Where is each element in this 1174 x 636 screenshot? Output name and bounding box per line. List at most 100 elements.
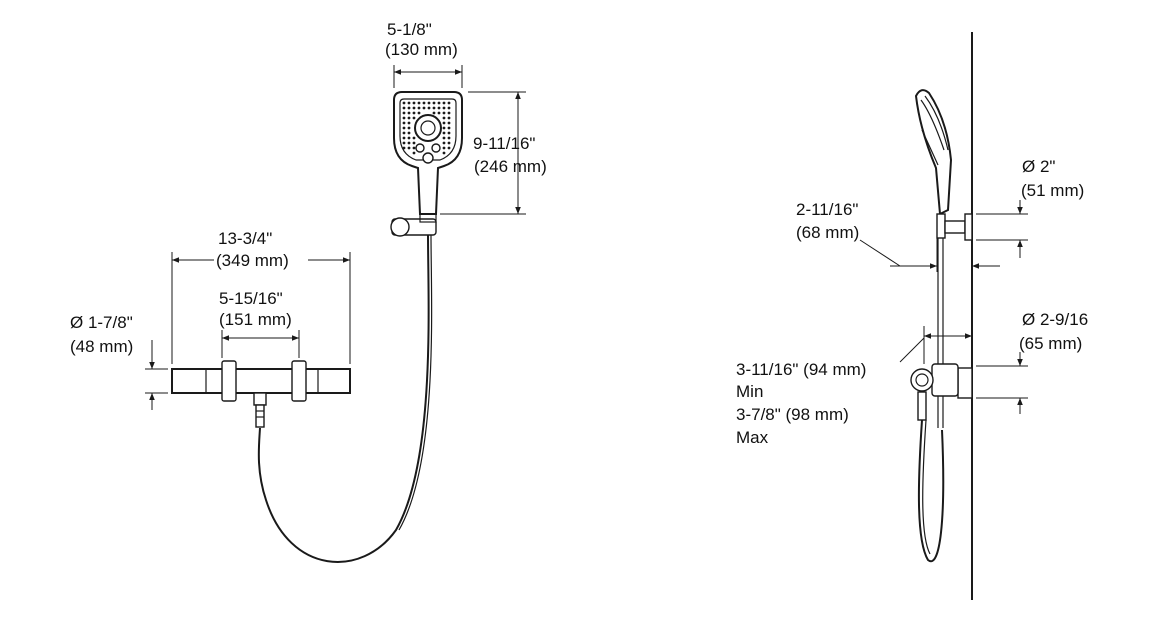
thermostatic-mixer: [171, 360, 351, 428]
spray-nozzle: [402, 121, 406, 125]
dim-head-height: [440, 91, 526, 215]
label-holder-diameter-mm: (51 mm): [1021, 181, 1084, 200]
label-holder-depth: 2-11/16": [796, 200, 858, 219]
spray-nozzle: [407, 131, 411, 135]
dim-holder-depth: [859, 222, 1000, 272]
side-view: Ø 2" (51 mm) 2-11/16" (68 mm) Ø 2-9/16 (…: [736, 32, 1088, 600]
spray-nozzle: [402, 116, 406, 120]
spray-nozzle: [447, 121, 451, 125]
handshower-side: [914, 89, 973, 241]
label-head-width-mm: (130 mm): [385, 40, 458, 59]
spray-nozzle: [402, 111, 406, 115]
spray-nozzle: [402, 136, 406, 140]
dim-mixer-length: [171, 252, 351, 364]
spray-nozzle: [402, 106, 406, 110]
spray-nozzle: [407, 136, 411, 140]
spray-nozzle: [447, 136, 451, 140]
spray-nozzle: [412, 146, 416, 150]
spray-nozzle: [442, 111, 446, 115]
spray-nozzle: [412, 136, 416, 140]
spray-nozzle: [412, 106, 416, 110]
spray-nozzle: [402, 126, 406, 130]
valve-side: [910, 363, 973, 421]
label-centers: 5-15/16": [219, 289, 283, 308]
label-projection-min: 3-11/16" (94 mm): [736, 360, 866, 379]
spray-nozzle: [442, 106, 446, 110]
wall-holder: [390, 213, 437, 237]
spray-nozzle: [407, 101, 411, 105]
spray-nozzle: [427, 101, 431, 105]
dim-flange-diameter: [976, 352, 1028, 414]
spray-nozzle: [422, 106, 426, 110]
spray-nozzle: [447, 111, 451, 115]
label-flange-diameter-mm: (65 mm): [1019, 334, 1082, 353]
spray-nozzle: [407, 121, 411, 125]
label-holder-depth-mm: (68 mm): [796, 223, 859, 242]
spray-nozzles: [402, 101, 451, 155]
label-min: Min: [736, 382, 763, 401]
spray-nozzle: [442, 116, 446, 120]
spray-nozzle: [432, 106, 436, 110]
spray-nozzle: [427, 106, 431, 110]
label-flange-diameter: Ø 2-9/16: [1022, 310, 1088, 329]
spray-nozzle: [442, 101, 446, 105]
spray-nozzle: [447, 106, 451, 110]
spray-nozzle: [407, 111, 411, 115]
spray-nozzle: [412, 151, 416, 155]
front-view: 5-1/8" (130 mm) 9-11/16" (246 mm) 13-3/4…: [70, 20, 547, 563]
label-head-width: 5-1/8": [387, 20, 432, 39]
spray-nozzle: [447, 116, 451, 120]
spray-nozzle: [412, 116, 416, 120]
spray-nozzle: [412, 101, 416, 105]
label-head-height-mm: (246 mm): [474, 157, 547, 176]
label-mixer-diameter: Ø 1-7/8": [70, 313, 133, 332]
spray-nozzle: [442, 131, 446, 135]
label-mixer-length-mm: (349 mm): [216, 251, 289, 270]
dim-projection: [899, 326, 972, 364]
spray-nozzle: [442, 146, 446, 150]
spray-nozzle: [417, 101, 421, 105]
spray-nozzle: [442, 151, 446, 155]
spray-nozzle: [402, 141, 406, 145]
hose: [257, 234, 430, 563]
spray-nozzle: [407, 116, 411, 120]
label-max: Max: [736, 428, 769, 447]
spray-nozzle: [407, 106, 411, 110]
spray-nozzle: [417, 106, 421, 110]
spray-nozzle: [432, 111, 436, 115]
spray-nozzle: [437, 111, 441, 115]
label-centers-mm: (151 mm): [219, 310, 292, 329]
spray-nozzle: [442, 136, 446, 140]
spray-nozzle: [442, 126, 446, 130]
spray-nozzle: [442, 121, 446, 125]
dim-centers: [221, 330, 300, 358]
spray-nozzle: [437, 101, 441, 105]
label-head-height: 9-11/16": [473, 134, 535, 153]
spray-nozzle: [447, 131, 451, 135]
spray-nozzle: [412, 141, 416, 145]
label-holder-diameter: Ø 2": [1022, 157, 1055, 176]
dim-head-width: [393, 65, 463, 88]
spray-nozzle: [402, 146, 406, 150]
spray-nozzle: [447, 101, 451, 105]
spray-nozzle: [402, 101, 406, 105]
spray-nozzle: [432, 101, 436, 105]
spray-nozzle: [447, 141, 451, 145]
spray-nozzle: [422, 101, 426, 105]
dim-mixer-diameter: [145, 340, 168, 410]
spray-nozzle: [407, 141, 411, 145]
handshower-head: [393, 91, 463, 215]
spray-nozzle: [447, 126, 451, 130]
spray-nozzle: [417, 111, 421, 115]
label-mixer-length: 13-3/4": [218, 229, 272, 248]
spray-nozzle: [437, 106, 441, 110]
label-mixer-diameter-mm: (48 mm): [70, 337, 133, 356]
spray-nozzle: [402, 131, 406, 135]
spray-nozzle: [407, 126, 411, 130]
dim-holder-diameter: [976, 200, 1028, 258]
spray-nozzle: [442, 141, 446, 145]
spray-nozzle: [447, 146, 451, 150]
spray-nozzle: [412, 111, 416, 115]
label-projection-max: 3-7/8" (98 mm): [736, 405, 849, 424]
